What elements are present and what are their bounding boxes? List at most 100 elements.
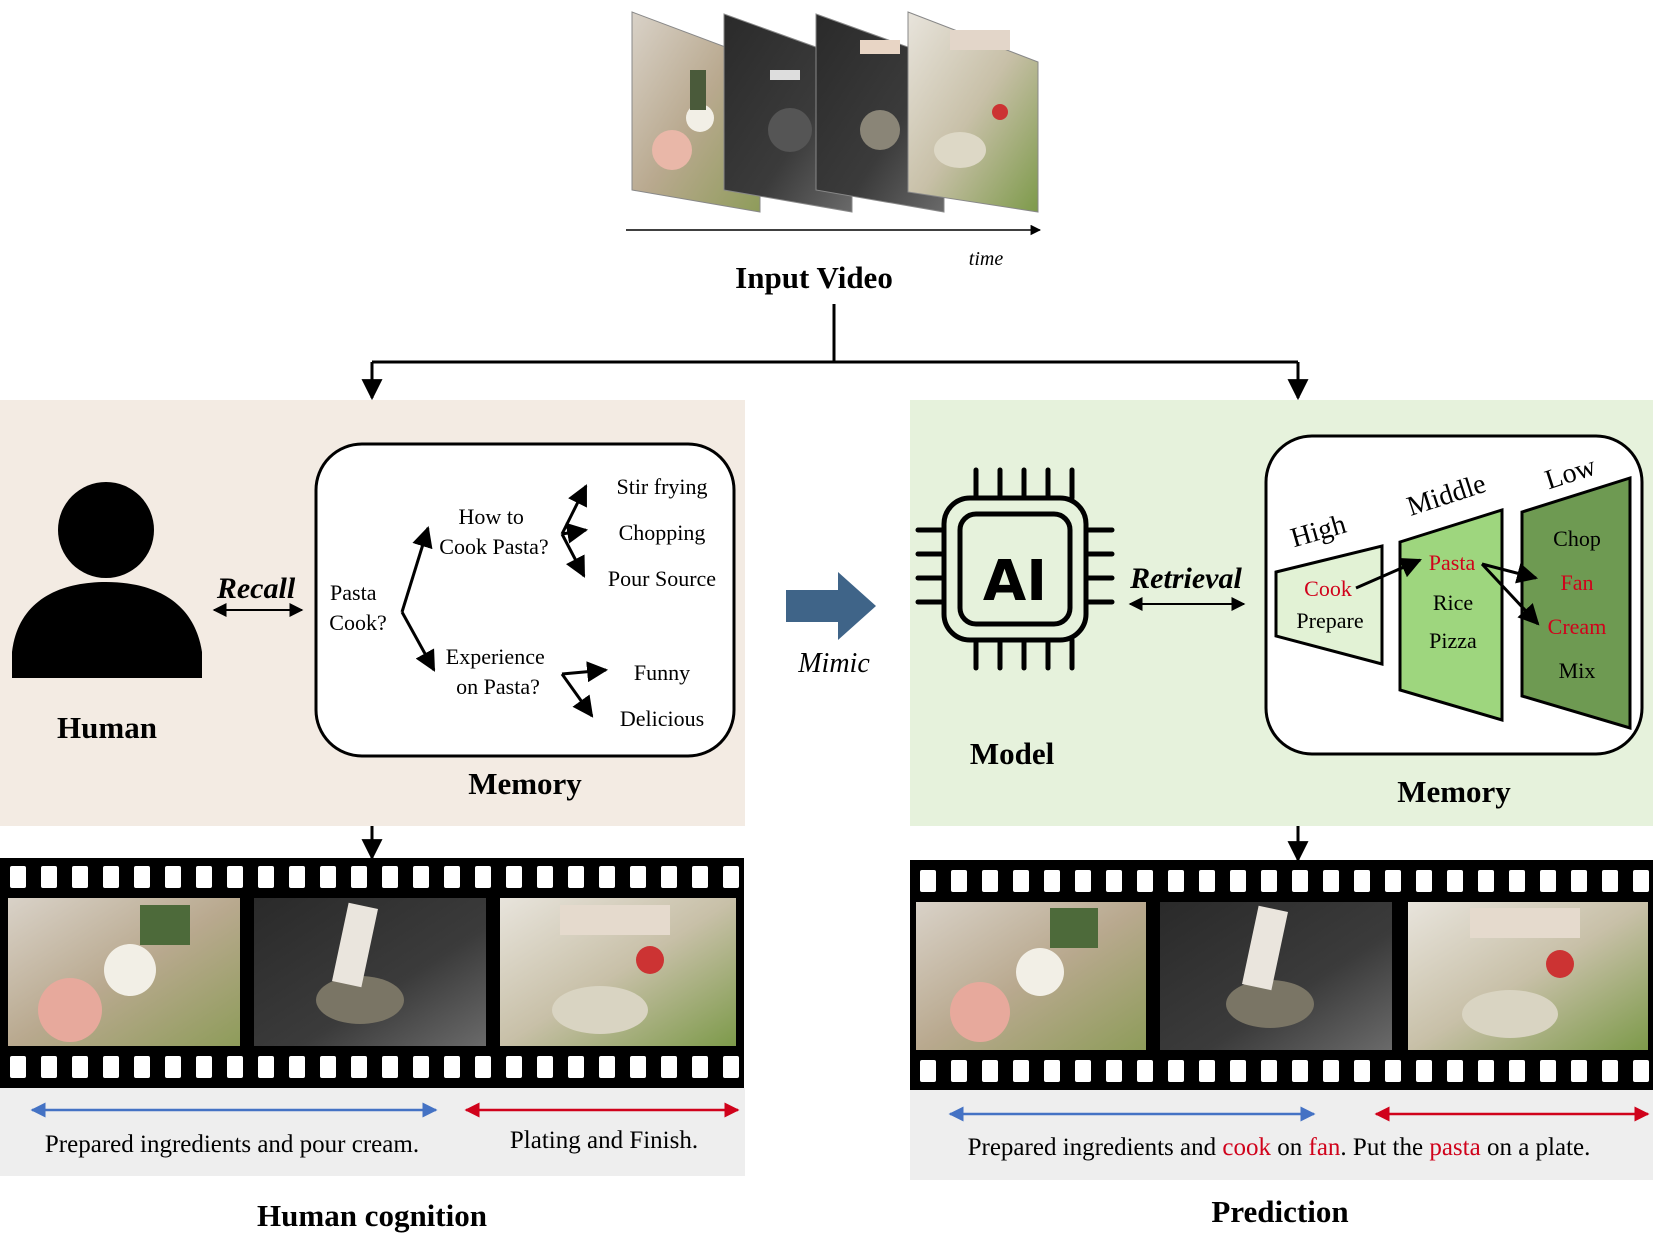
- film-sprocket-hole: [1044, 1060, 1060, 1082]
- prediction-text: Prepared ingredients and cook on fan. Pu…: [968, 1134, 1591, 1161]
- film-sprocket-hole: [568, 866, 584, 888]
- film-sprocket-hole: [41, 866, 57, 888]
- prediction-part-5: . Put the: [1340, 1134, 1429, 1161]
- film-sprocket-hole: [1602, 1060, 1618, 1082]
- film-sprocket-hole: [568, 1056, 584, 1078]
- film-sprocket-hole: [320, 866, 336, 888]
- level-low-shape: [1520, 475, 1632, 731]
- film-sprocket-hole: [72, 1056, 88, 1078]
- level-middle-shape: [1398, 507, 1504, 723]
- person-icon: [12, 482, 202, 678]
- level-low-item-3: Cream: [1548, 614, 1607, 639]
- film-sprocket-hole: [1509, 1060, 1525, 1082]
- level-low-item-4: Mix: [1559, 658, 1596, 683]
- film-sprocket-hole: [1199, 870, 1215, 892]
- film-sprocket-hole: [289, 1056, 305, 1078]
- leaf-chopping: Chopping: [619, 520, 706, 545]
- prediction-part-4: fan: [1309, 1134, 1341, 1161]
- film-sprocket-hole: [258, 1056, 274, 1078]
- tree-branch-experience: Experience on Pasta?: [446, 644, 550, 699]
- film-sprocket-hole: [1633, 870, 1649, 892]
- film-sprocket-hole: [382, 1056, 398, 1078]
- level-middle-item-3: Pizza: [1429, 628, 1477, 653]
- film-sprocket-hole: [165, 1056, 181, 1078]
- prediction-part-3: on: [1271, 1134, 1309, 1161]
- film-sprocket-hole: [196, 866, 212, 888]
- film-sprocket-hole: [1633, 1060, 1649, 1082]
- film-sprocket-hole: [134, 866, 150, 888]
- film-sprocket-hole: [1416, 870, 1432, 892]
- level-high-item-2: Prepare: [1296, 608, 1363, 633]
- film-sprocket-hole: [289, 866, 305, 888]
- recall-label: Recall: [216, 572, 296, 605]
- input-video-frames: [631, 11, 1039, 213]
- film-sprocket-hole: [1354, 870, 1370, 892]
- film-sprocket-hole: [1416, 1060, 1432, 1082]
- film-sprocket-hole: [1230, 870, 1246, 892]
- film-sprocket-hole: [692, 866, 708, 888]
- human-segment-2-text: Plating and Finish.: [510, 1127, 698, 1154]
- film-sprocket-hole: [920, 870, 936, 892]
- level-low-item-2: Fan: [1561, 570, 1594, 595]
- film-sprocket-hole: [1602, 870, 1618, 892]
- human-memory-title: Memory: [468, 766, 582, 801]
- film-sprocket-hole: [10, 1056, 26, 1078]
- film-sprocket-hole: [1075, 1060, 1091, 1082]
- film-sprocket-hole: [1292, 870, 1308, 892]
- level-middle-item-2: Rice: [1433, 590, 1473, 615]
- leaf-funny: Funny: [634, 660, 690, 685]
- film-sprocket-hole: [196, 1056, 212, 1078]
- film-sprocket-hole: [1075, 870, 1091, 892]
- film-sprocket-hole: [537, 1056, 553, 1078]
- film-sprocket-hole: [1540, 870, 1556, 892]
- film-sprocket-hole: [475, 1056, 491, 1078]
- film-sprocket-hole: [1571, 1060, 1587, 1082]
- film-sprocket-hole: [1323, 870, 1339, 892]
- prediction-film-strip: [910, 860, 1653, 1090]
- film-sprocket-hole: [72, 866, 88, 888]
- film-sprocket-hole: [1044, 870, 1060, 892]
- film-sprocket-hole: [1013, 870, 1029, 892]
- film-sprocket-hole: [1571, 870, 1587, 892]
- model-label: Model: [970, 736, 1055, 771]
- film-sprocket-hole: [630, 1056, 646, 1078]
- film-sprocket-hole: [1509, 870, 1525, 892]
- film-sprocket-hole: [227, 866, 243, 888]
- film-sprocket-hole: [1385, 870, 1401, 892]
- human-memory-box: [314, 442, 736, 758]
- film-sprocket-hole: [951, 870, 967, 892]
- film-sprocket-hole: [1478, 870, 1494, 892]
- film-sprocket-hole: [1199, 1060, 1215, 1082]
- film-sprocket-hole: [1168, 1060, 1184, 1082]
- prediction-part-7: on a plate.: [1481, 1134, 1591, 1161]
- film-sprocket-hole: [599, 866, 615, 888]
- time-label: time: [969, 248, 1004, 270]
- split-connector: [361, 304, 1309, 401]
- chip-icon: [915, 467, 1115, 671]
- film-sprocket-hole: [723, 1056, 739, 1078]
- film-sprocket-hole: [506, 1056, 522, 1078]
- film-sprocket-hole: [41, 1056, 57, 1078]
- film-sprocket-hole: [1323, 1060, 1339, 1082]
- retrieval-path-arrows: [1355, 557, 1540, 626]
- film-sprocket-hole: [692, 1056, 708, 1078]
- film-sprocket-hole: [1478, 1060, 1494, 1082]
- level-high-shape: [1274, 544, 1384, 666]
- leaf-stir-frying: Stir frying: [616, 474, 707, 499]
- leaf-delicious: Delicious: [620, 706, 704, 731]
- film-sprocket-hole: [444, 866, 460, 888]
- film-sprocket-hole: [1137, 1060, 1153, 1082]
- film-sprocket-hole: [134, 1056, 150, 1078]
- film-sprocket-hole: [1447, 870, 1463, 892]
- film-sprocket-hole: [1292, 1060, 1308, 1082]
- tree-branch-how-to-cook: How to Cook Pasta?: [439, 504, 548, 559]
- film-sprocket-hole: [1261, 1060, 1277, 1082]
- prediction-caption: Prediction: [1211, 1194, 1348, 1229]
- film-sprocket-hole: [413, 1056, 429, 1078]
- film-sprocket-hole: [258, 866, 274, 888]
- film-sprocket-hole: [630, 866, 646, 888]
- film-sprocket-hole: [723, 866, 739, 888]
- film-sprocket-hole: [413, 866, 429, 888]
- film-sprocket-hole: [444, 1056, 460, 1078]
- film-sprocket-hole: [1106, 870, 1122, 892]
